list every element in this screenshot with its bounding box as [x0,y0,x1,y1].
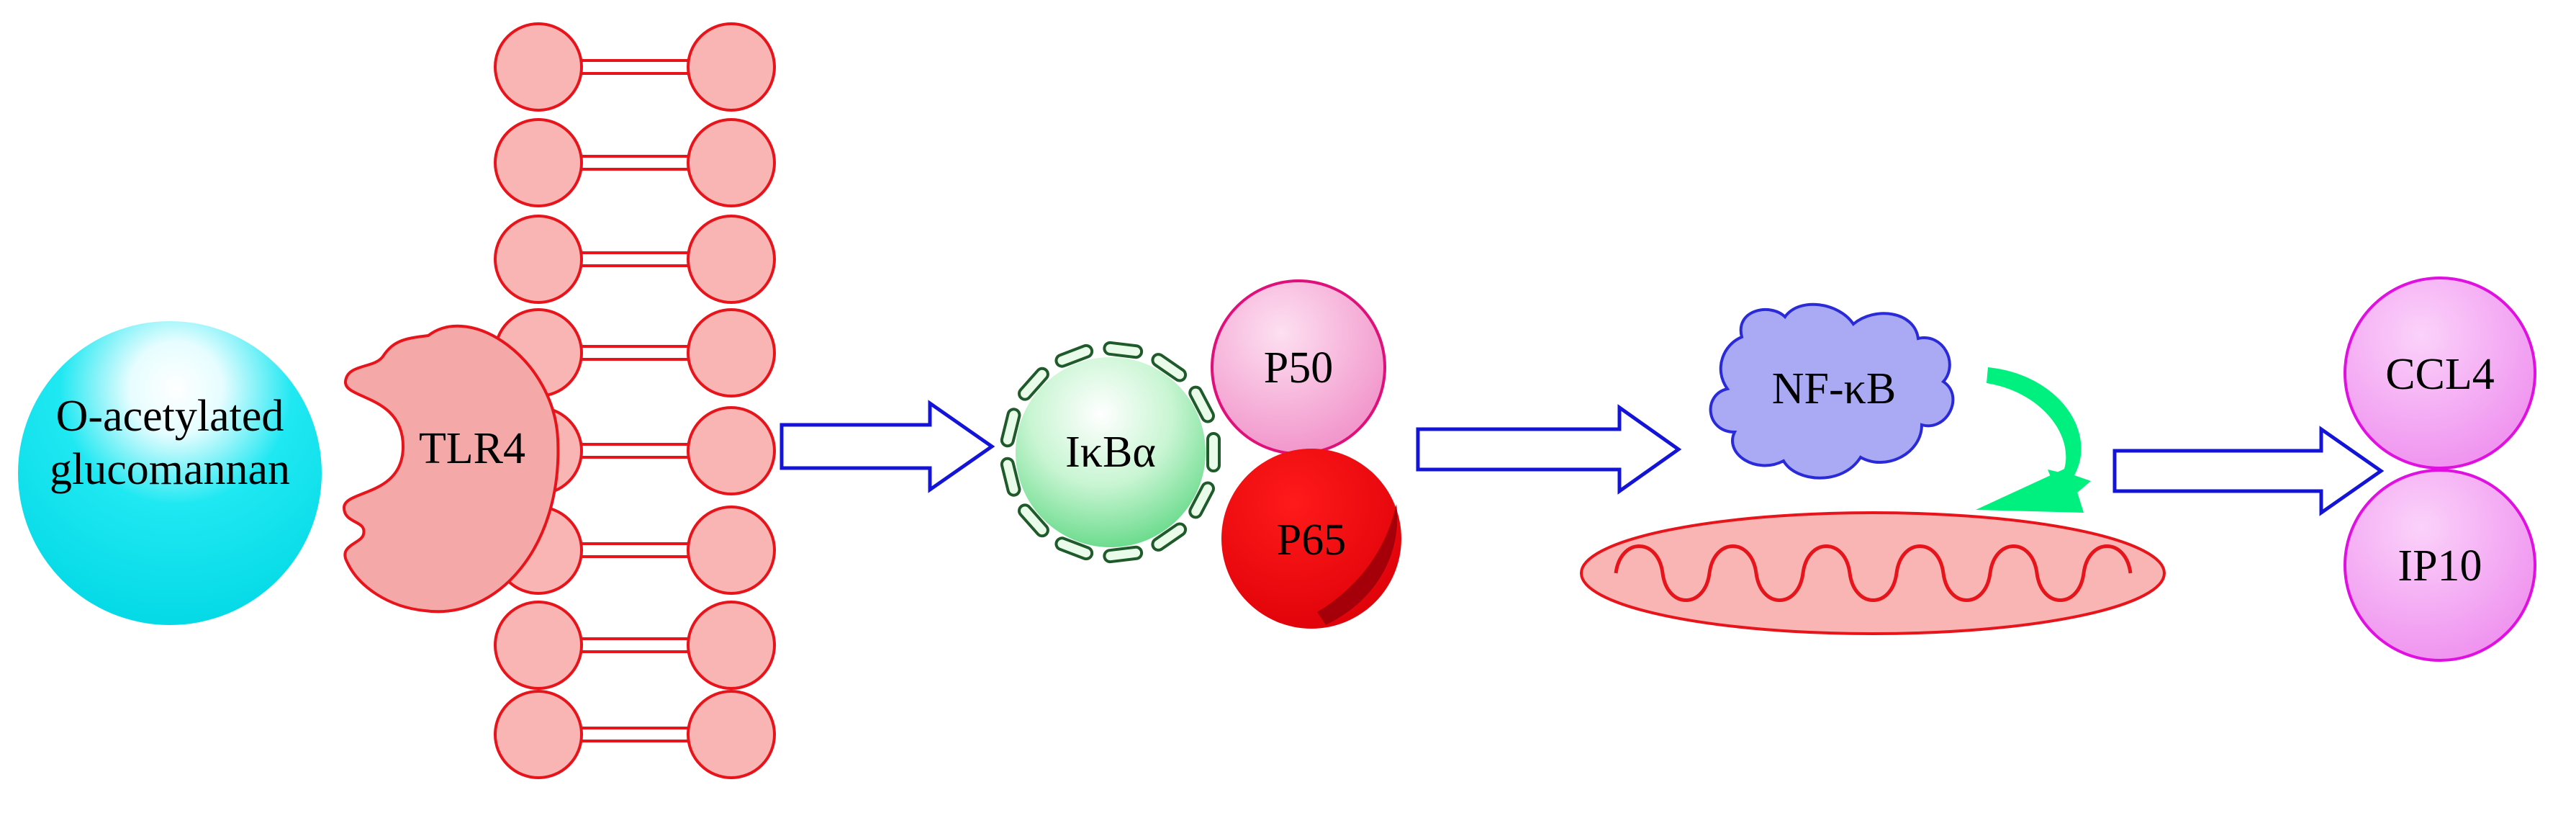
ikba-shell-segment [1103,341,1144,359]
ccl4-label: CCL4 [2385,350,2495,399]
ikba-dashed-shell [1000,341,1221,564]
lipid-head-outer [494,601,583,690]
ip10-cytokine: IP10 [2344,469,2536,662]
lipid-head-inner [687,22,776,112]
nfkb-label: NF-κB [1772,364,1897,413]
lipid-head-inner [687,601,776,690]
ligand-sphere-body [18,321,322,625]
lipid-head-outer [494,215,583,304]
ikba-shell-segment [1188,385,1215,423]
lipid-head-inner [687,506,776,595]
lipid-head-outer [494,690,583,779]
ikba-shell-segment [1151,353,1188,382]
nfkb-cloud-body [1709,302,1955,480]
nfkb-cloud-icon: NF-κB [1709,302,1955,480]
ikba-complex: IκBα [1000,341,1221,564]
ligand-label-line1: O-acetylated [56,392,284,441]
ikba-sphere [1016,357,1206,547]
ip10-label: IP10 [2398,542,2482,590]
ikba-shell-segment [1103,545,1144,564]
lipid-head-inner [687,215,776,304]
arrow-2-block-arrow-right-icon [1416,404,1682,495]
ip10-sphere [2344,469,2536,662]
lipid-head-inner [687,690,776,779]
lipid-head-inner [687,118,776,207]
p65-label: P65 [1277,516,1346,565]
tlr4-receptor: TLR4 [342,324,560,614]
lipid-head-inner [687,406,776,495]
p50-subunit: P50 [1211,279,1386,455]
ikba-shell-segment [1151,522,1188,552]
arrow-3-block-arrow-right-icon [2112,426,2385,516]
ikba-shell-segment [1054,343,1094,368]
mitochondrion-icon [1580,511,2166,635]
arrow-1-block-arrow-right-icon [779,400,995,493]
tlr4-label: TLR4 [419,424,525,473]
lipid-head-inner [687,308,776,397]
ikba-shell-segment [1000,457,1021,497]
ikba-label: IκBα [1065,428,1156,477]
mitochondrion-outer-membrane [1580,511,2166,635]
ikba-shell-segment [1188,481,1215,519]
ikba-shell-segment [1018,503,1049,538]
ligand-label-line2: glucomannan [50,445,290,494]
p65-highlight [1317,504,1398,625]
tlr4-receptor-body [342,324,560,614]
ikba-shell-segment [1206,432,1221,472]
ikba-shell-segment [1054,536,1094,561]
ikba-shell-segment [1018,367,1049,401]
p50-label: P50 [1264,343,1333,392]
ccl4-cytokine: CCL4 [2344,277,2536,470]
lipid-head-outer [494,118,583,207]
ikba-shell-segment [1000,408,1021,448]
cell-membrane-bilayer [494,22,776,779]
ligand-sphere: O-acetylated glucomannan [18,321,322,625]
ccl4-sphere [2344,277,2536,470]
lipid-head-outer [494,22,583,112]
p65-subunit: P65 [1221,449,1401,629]
mitochondrion-cristae [1614,544,2133,602]
translocation-curved-arrow-icon [1976,367,2091,513]
